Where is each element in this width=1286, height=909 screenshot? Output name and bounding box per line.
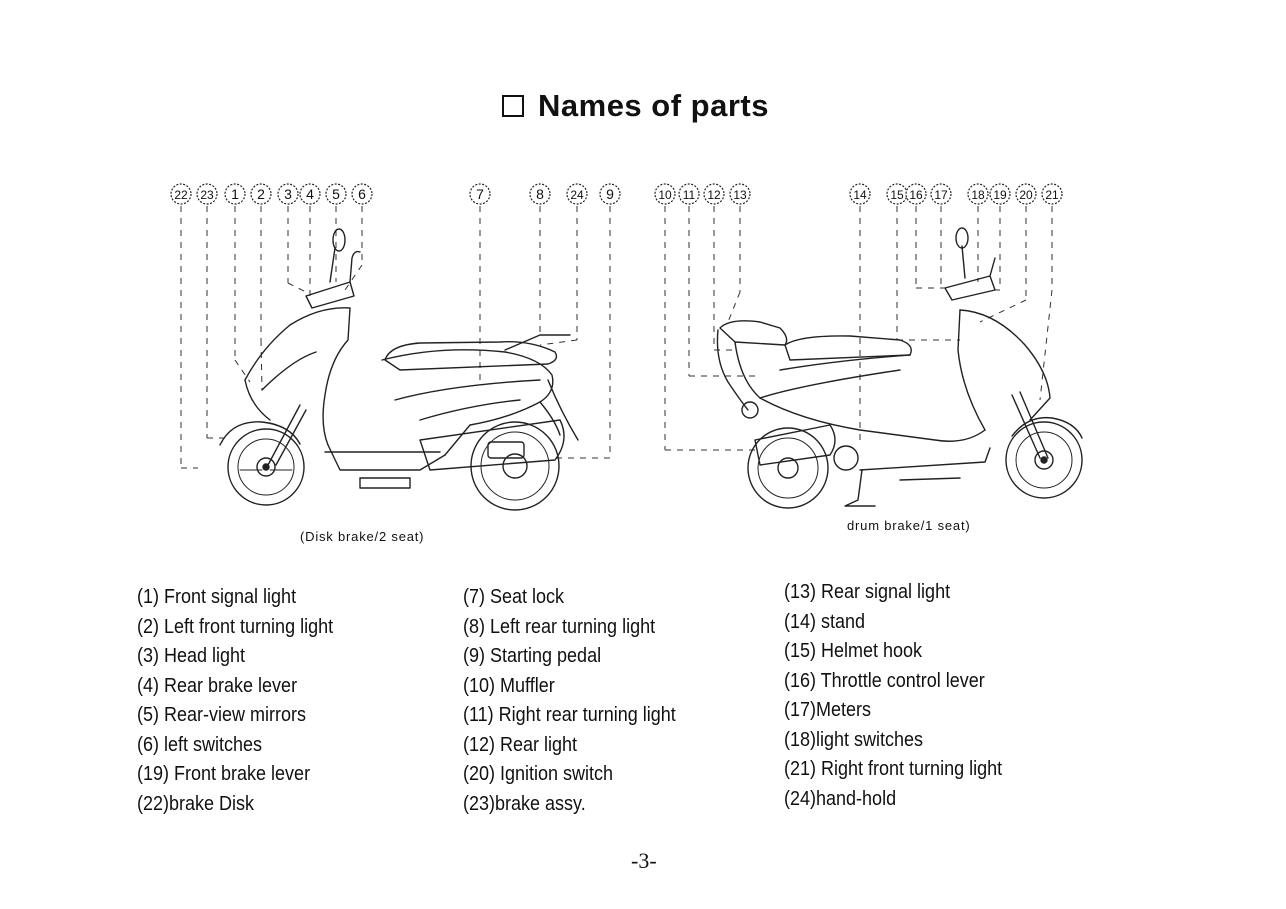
- scooter-left-illustration: [219, 228, 579, 511]
- svg-text:1: 1: [231, 186, 239, 202]
- scooter-right-illustration: [716, 227, 1083, 509]
- parts-list-col-2: (7) Seat lock (8) Left rear turning ligh…: [463, 583, 676, 819]
- part-item: (23)brake assy.: [463, 792, 586, 815]
- callout-left-5: 4: [299, 183, 321, 300]
- callout-right-10: 20: [979, 183, 1037, 323]
- callout-right-0: 10: [654, 183, 755, 451]
- part-item: (24)hand-hold: [784, 787, 897, 810]
- part-item: (21) Right front turning light: [784, 758, 1003, 780]
- callout-right-1: 11: [678, 183, 760, 377]
- part-item: (5) Rear-view mirrors: [137, 704, 307, 726]
- part-item: (9) Starting pedal: [463, 645, 602, 667]
- callout-left-7: 6: [344, 183, 373, 291]
- callout-right-4: 14: [849, 183, 871, 440]
- callout-right-11: 21: [1039, 183, 1063, 401]
- callout-left-11: 9: [555, 183, 621, 459]
- part-item: (11) Right rear turning light: [463, 704, 676, 726]
- svg-text:6: 6: [358, 186, 366, 202]
- part-item: (10) Muffler: [463, 674, 555, 697]
- svg-text:21: 21: [1045, 188, 1059, 202]
- svg-text:4: 4: [306, 186, 314, 202]
- part-item: (1) Front signal light: [137, 586, 297, 608]
- callout-group-right: 10 11 12 13 14 15 16 17 18 19 20 21: [654, 183, 1063, 451]
- part-item: (2) Left front turning light: [137, 615, 334, 638]
- part-item: (15) Helmet hook: [784, 640, 923, 662]
- callout-right-8: 18: [967, 183, 989, 282]
- svg-text:12: 12: [707, 188, 721, 202]
- checkbox-icon: [502, 95, 524, 117]
- part-item: (20) Ignition switch: [463, 763, 614, 785]
- callout-right-6: 16: [905, 183, 948, 289]
- callout-left-6: 5: [325, 183, 347, 282]
- part-item: (18)light switches: [784, 728, 924, 751]
- callout-left-1: 23: [196, 183, 228, 439]
- section-title: Names of parts: [502, 88, 769, 124]
- callout-right-7: 17: [930, 183, 952, 290]
- part-item: (4) Rear brake lever: [137, 674, 298, 697]
- svg-text:22: 22: [174, 188, 188, 202]
- page-title: Names of parts: [538, 88, 769, 123]
- part-item: (3) Head light: [137, 645, 246, 667]
- part-item: (14) stand: [784, 610, 866, 633]
- svg-text:2: 2: [257, 186, 265, 202]
- part-item: (13) Rear signal light: [784, 581, 951, 603]
- svg-text:8: 8: [536, 186, 544, 202]
- part-item: (16) Throttle control lever: [784, 669, 985, 692]
- part-item: (6) left switches: [137, 733, 263, 756]
- callout-left-8: 7: [469, 183, 491, 385]
- callout-right-5: 15: [886, 183, 960, 341]
- svg-text:13: 13: [733, 188, 747, 202]
- svg-text:20: 20: [1019, 188, 1033, 202]
- svg-text:9: 9: [606, 186, 614, 202]
- svg-text:19: 19: [993, 188, 1007, 202]
- caption-drum-brake: drum brake/1 seat): [847, 518, 971, 533]
- svg-text:17: 17: [934, 188, 948, 202]
- callout-left-10: 24: [539, 183, 588, 346]
- svg-text:15: 15: [890, 188, 904, 202]
- parts-list-col-1: (1) Front signal light (2) Left front tu…: [137, 583, 333, 819]
- svg-text:16: 16: [909, 188, 923, 202]
- callout-left-3: 2: [250, 183, 272, 391]
- callout-right-9: 19: [988, 183, 1011, 291]
- callout-right-3: 13: [727, 183, 751, 323]
- svg-text:18: 18: [971, 188, 985, 202]
- part-item: (17)Meters: [784, 699, 872, 721]
- svg-text:10: 10: [658, 188, 672, 202]
- svg-text:14: 14: [853, 188, 867, 202]
- caption-disk-brake: (Disk brake/2 seat): [300, 529, 425, 544]
- callout-left-4: 3: [277, 183, 309, 294]
- page-number: -3-: [631, 848, 657, 873]
- svg-text:7: 7: [476, 186, 484, 202]
- callout-left-2: 1: [224, 183, 251, 383]
- svg-text:24: 24: [570, 188, 584, 202]
- callout-left-9: 8: [529, 183, 551, 335]
- callout-right-2: 12: [703, 183, 735, 351]
- part-item: (8) Left rear turning light: [463, 615, 656, 638]
- svg-text:5: 5: [332, 186, 340, 202]
- parts-list-col-3: (13) Rear signal light (14) stand (15) H…: [784, 578, 1002, 814]
- svg-text:23: 23: [200, 188, 214, 202]
- callout-left-0: 22: [170, 183, 198, 469]
- svg-text:11: 11: [683, 188, 696, 202]
- part-item: (7) Seat lock: [463, 586, 565, 608]
- svg-text:3: 3: [284, 186, 292, 202]
- part-item: (19) Front brake lever: [137, 763, 311, 785]
- part-item: (12) Rear light: [463, 733, 578, 756]
- part-item: (22)brake Disk: [137, 792, 255, 815]
